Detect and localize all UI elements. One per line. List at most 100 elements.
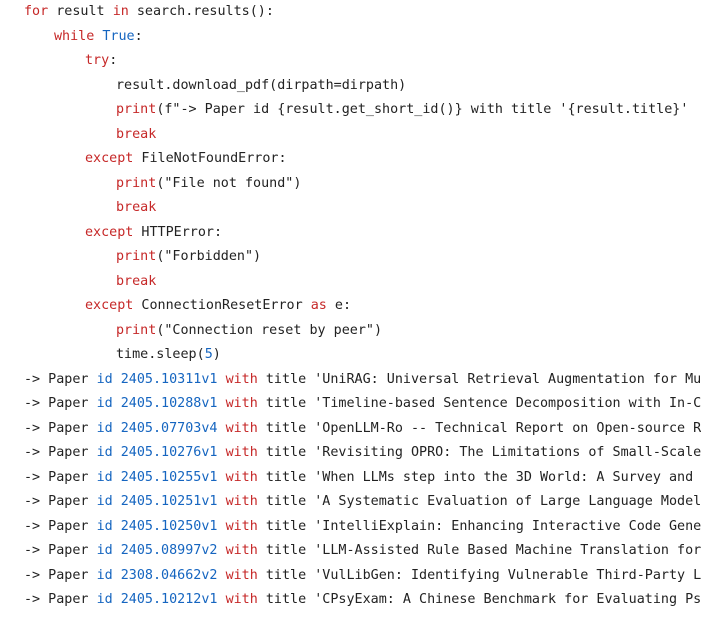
code-line-print1: print(f"-> Paper id {result.get_short_id… <box>116 98 688 123</box>
exception-connreset: ConnectionResetError <box>133 298 311 313</box>
output-paper-id: 2308.04662v2 <box>120 567 218 583</box>
output-paper-title: 'VulLibGen: Identifying Vulnerable Third… <box>314 567 701 583</box>
output-line: -> Paper id 2405.10212v1 with title 'CPs… <box>24 588 701 613</box>
output-with-keyword: with <box>225 371 258 387</box>
code-line-break2: break <box>116 196 156 221</box>
output-line: -> Paper id 2405.10250v1 with title 'Int… <box>24 515 701 540</box>
output-title-keyword: title <box>265 371 307 387</box>
code-line-print2: print("File not found") <box>116 172 301 197</box>
sleep-value: 5 <box>204 347 213 362</box>
code-line-download: result.download_pdf(dirpath=dirpath) <box>116 74 406 99</box>
print3-args: ("Forbidden") <box>156 249 262 264</box>
download-call: result.download_pdf(dirpath=dirpath) <box>116 77 407 93</box>
output-title-keyword: title <box>265 469 307 485</box>
code-line-except3: except ConnectionResetError as e: <box>85 294 351 319</box>
output-line: -> Paper id 2405.10288v1 with title 'Tim… <box>24 392 701 417</box>
output-title-keyword: title <box>265 445 307 460</box>
output-paper-title: 'LLM-Assisted Rule Based Machine Transla… <box>314 543 701 558</box>
code-line-while: while True: <box>54 25 143 50</box>
output-line: -> Paper id 2405.10311v1 with title 'Uni… <box>24 368 701 393</box>
output-prefix: -> Paper <box>24 494 97 509</box>
output-title-keyword: title <box>265 494 307 509</box>
output-paper-id: 2405.10251v1 <box>120 494 218 509</box>
code-line-break3: break <box>116 270 156 295</box>
print-fn: print <box>116 322 157 338</box>
exception-alias: e: <box>326 298 352 313</box>
keyword-as: as <box>310 298 327 313</box>
output-with-keyword: with <box>225 445 258 460</box>
output-paper-id: 2405.10250v1 <box>120 518 218 534</box>
try-colon: : <box>109 53 118 68</box>
output-prefix: -> Paper <box>24 396 97 411</box>
output-title-keyword: title <box>265 567 307 583</box>
output-with-keyword: with <box>225 469 258 485</box>
constant-true: True <box>102 28 135 44</box>
keyword-break: break <box>116 126 157 142</box>
code-line-for: for result in search.results(): <box>24 0 274 25</box>
output-paper-id: 2405.07703v4 <box>120 420 218 436</box>
print4-args: ("Connection reset by peer") <box>156 322 383 338</box>
keyword-break: break <box>116 273 157 289</box>
output-paper-id: 2405.10212v1 <box>120 592 218 607</box>
output-prefix: -> Paper <box>24 567 97 583</box>
exception-filenotfound: FileNotFoundError: <box>133 151 287 166</box>
sleep-call: time.sleep( <box>116 347 205 362</box>
output-title-keyword: title <box>265 592 307 607</box>
code-line-except1: except FileNotFoundError: <box>85 147 287 172</box>
sleep-close: ) <box>212 347 221 362</box>
output-paper-id: 2405.10255v1 <box>120 469 218 485</box>
exception-httperror: HTTPError: <box>133 224 223 240</box>
output-title-keyword: title <box>265 518 307 534</box>
code-output-area: for result in search.results(): while Tr… <box>24 0 701 607</box>
output-paper-id: 2405.10311v1 <box>120 371 218 387</box>
output-line: -> Paper id 2308.04662v2 with title 'Vul… <box>24 564 701 589</box>
output-paper-id: 2405.08997v2 <box>120 543 218 558</box>
while-colon: : <box>134 28 143 44</box>
output-id-keyword: id <box>96 371 113 387</box>
output-title-keyword: title <box>265 543 307 558</box>
keyword-except: except <box>85 298 134 313</box>
output-with-keyword: with <box>225 518 258 534</box>
output-id-keyword: id <box>96 543 113 558</box>
output-prefix: -> Paper <box>24 469 97 485</box>
output-line: -> Paper id 2405.10251v1 with title 'A S… <box>24 490 701 515</box>
output-id-keyword: id <box>96 592 113 607</box>
for-iterable: search.results(): <box>136 4 274 19</box>
output-id-keyword: id <box>96 494 113 509</box>
output-prefix: -> Paper <box>24 543 97 558</box>
output-prefix: -> Paper <box>24 445 97 460</box>
code-line-print4: print("Connection reset by peer") <box>116 319 382 344</box>
keyword-for: for <box>24 4 49 19</box>
keyword-try: try <box>85 53 110 68</box>
output-id-keyword: id <box>96 518 113 534</box>
output-prefix: -> Paper <box>24 518 97 534</box>
output-prefix: -> Paper <box>24 592 97 607</box>
output-paper-title: 'UniRAG: Universal Retrieval Augmentatio… <box>314 371 701 387</box>
output-prefix: -> Paper <box>24 371 97 387</box>
code-line-break1: break <box>116 123 156 148</box>
print-fn: print <box>116 102 157 117</box>
output-paper-title: 'Revisiting OPRO: The Limitations of Sma… <box>314 445 701 460</box>
output-id-keyword: id <box>96 420 113 436</box>
output-with-keyword: with <box>225 494 258 509</box>
output-paper-title: 'CPsyExam: A Chinese Benchmark for Evalu… <box>314 592 701 607</box>
keyword-while: while <box>54 28 95 44</box>
output-with-keyword: with <box>225 420 258 436</box>
output-id-keyword: id <box>96 396 113 411</box>
output-line: -> Paper id 2405.08997v2 with title 'LLM… <box>24 539 701 564</box>
output-id-keyword: id <box>96 469 113 485</box>
output-title-keyword: title <box>265 420 307 436</box>
keyword-break: break <box>116 200 157 215</box>
output-line: -> Paper id 2405.10276v1 with title 'Rev… <box>24 441 701 466</box>
code-line-print3: print("Forbidden") <box>116 245 261 270</box>
output-with-keyword: with <box>225 543 258 558</box>
output-paper-title: 'Timeline-based Sentence Decomposition w… <box>314 396 701 411</box>
keyword-except: except <box>85 151 134 166</box>
print-fn: print <box>116 175 157 191</box>
output-paper-title: 'IntelliExplain: Enhancing Interactive C… <box>314 518 701 534</box>
output-line: -> Paper id 2405.07703v4 with title 'Ope… <box>24 417 701 442</box>
output-line: -> Paper id 2405.10255v1 with title 'Whe… <box>24 466 701 491</box>
output-with-keyword: with <box>225 592 258 607</box>
print1-args: (f"-> Paper id {result.get_short_id()} w… <box>156 102 689 117</box>
output-with-keyword: with <box>225 396 258 411</box>
